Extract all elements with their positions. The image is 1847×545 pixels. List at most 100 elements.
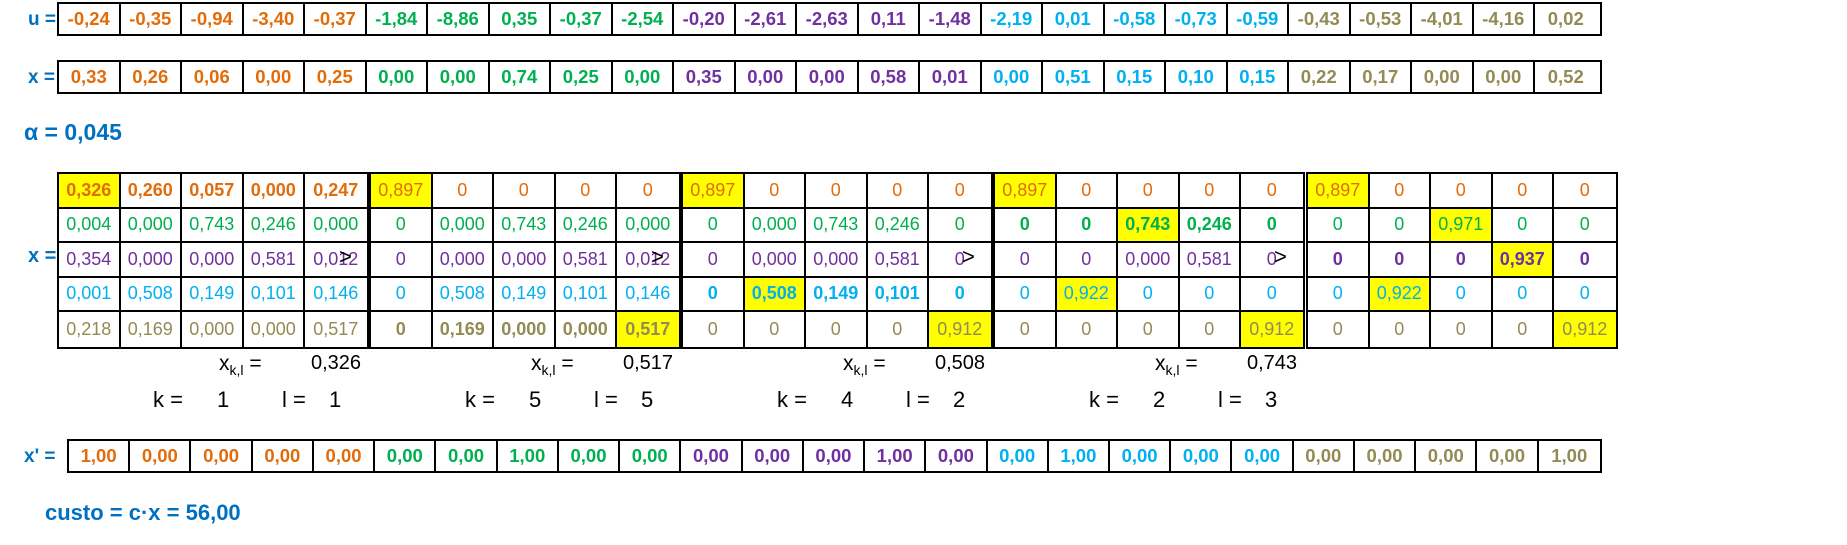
- xprime-label: x' =: [24, 446, 56, 467]
- xprime-cell: 0,00: [130, 441, 192, 471]
- matrix-cell: 0: [1057, 312, 1118, 347]
- matrix-cell: 0: [683, 277, 745, 312]
- matrix-cell: 0,581: [243, 243, 305, 278]
- matrix-cell: 0: [1056, 208, 1118, 243]
- u-cell: -0,43: [1289, 4, 1351, 34]
- u-cell: -2,19: [982, 4, 1043, 34]
- matrix-cell: 0,246: [243, 208, 305, 243]
- matrix-cell: 0: [1241, 243, 1303, 278]
- x-cell: 0,00: [244, 62, 305, 92]
- matrix-cell: 0,000: [494, 243, 556, 278]
- xprime-cell: 1,00: [1049, 441, 1110, 471]
- matrix-cell: 0,169: [433, 312, 494, 347]
- matrix-cell: 0: [683, 243, 745, 278]
- matrix-cell: 0,000: [744, 243, 806, 278]
- u-cell: 0,02: [1547, 8, 1584, 29]
- matrix-cell: 0: [1554, 278, 1616, 312]
- matrix-cell: 0,897: [1308, 174, 1370, 209]
- u-cell: -2,63: [797, 4, 859, 34]
- xprime-cell: 0,00: [620, 441, 682, 471]
- xkl-value: 0,743: [1247, 352, 1298, 374]
- u-cell: -2,54: [613, 4, 674, 34]
- xkl-sub: k,l: [853, 362, 868, 379]
- xprime-cell: 0,00: [1294, 441, 1355, 471]
- k-value: 4: [841, 387, 854, 412]
- xkl-sub: k,l: [541, 362, 556, 379]
- xprime-cell: 0,00: [375, 441, 437, 471]
- xprime-cell: 0,00: [1355, 441, 1417, 471]
- xprime-cell: 0,00: [743, 441, 804, 471]
- matrix-cell: 0,012: [617, 243, 679, 278]
- x-cell: 0,25: [551, 62, 613, 92]
- l-value: 1: [329, 387, 342, 412]
- matrix-cell: 0: [1308, 312, 1370, 347]
- matrix-cell: 0,000: [244, 312, 305, 347]
- x-cell: 0,33: [59, 62, 121, 92]
- l-label: l =: [906, 387, 930, 412]
- matrix-cell: 0: [806, 174, 868, 209]
- k-label: k =: [153, 387, 183, 412]
- matrix-cell: 0: [1492, 174, 1554, 209]
- u-cell: -0,37: [551, 4, 613, 34]
- xprime-cell: 0,00: [436, 441, 498, 471]
- matrix-cell: 0: [744, 174, 806, 209]
- matrix-cell: 0: [683, 208, 745, 243]
- x-cell: 0,00: [1412, 62, 1474, 92]
- matrix-cell: 0,000: [1118, 243, 1180, 278]
- matrix-cell: 0,922: [1056, 277, 1118, 312]
- matrix-cell: 0: [1241, 209, 1303, 243]
- matrix-cell: 0,897: [371, 174, 433, 209]
- matrix-cell: 0: [1056, 243, 1118, 278]
- u-cell: -1,84: [367, 4, 428, 34]
- matrix-cell: 0: [1180, 312, 1241, 347]
- xkl-sub: k,l: [229, 362, 244, 379]
- matrix-cell: 0,101: [867, 277, 929, 312]
- l-value: 3: [1265, 387, 1278, 412]
- xprime-cell: 0,00: [253, 441, 314, 471]
- l-label: l =: [282, 387, 306, 412]
- matrix-cell: 0: [1118, 312, 1180, 347]
- matrix-cell: 0: [494, 174, 556, 209]
- k-value: 1: [217, 387, 230, 412]
- matrix-cell: 0: [1308, 277, 1370, 312]
- matrix-cell: 0,260: [120, 174, 182, 209]
- u-cell: -4,01: [1412, 4, 1474, 34]
- matrix-cell: 0,000: [432, 208, 494, 243]
- k-value: 2: [1153, 387, 1166, 412]
- matrix-cell: 0: [1431, 277, 1493, 312]
- xkl-value: 0,326: [311, 352, 362, 374]
- xkl-sub: k,l: [1165, 362, 1180, 379]
- u-cell: -0,35: [121, 4, 182, 34]
- matrix-cell: 0,000: [182, 243, 244, 278]
- matrix-x-label: x =: [28, 245, 57, 267]
- xkl-eq: =: [555, 352, 574, 375]
- matrix-cell: 0: [1308, 208, 1370, 243]
- matrix-cell: 0: [1241, 278, 1303, 312]
- matrix-cell: 0,000: [432, 243, 494, 278]
- matrix-cell: 0,000: [120, 243, 182, 278]
- xprime-cell: 0,00: [1477, 441, 1539, 471]
- l-label: l =: [1218, 387, 1242, 412]
- xkl-label: xk,l =: [219, 352, 262, 378]
- xprime-cell: 1,00: [69, 441, 131, 471]
- matrix-cell: 0: [1179, 277, 1241, 312]
- matrix-cell: 0,000: [305, 209, 367, 243]
- matrix-cell: 0,581: [555, 243, 617, 278]
- x-cell: 0,25: [305, 62, 367, 92]
- matrix-cell: 0,000: [806, 243, 868, 278]
- matrix-cell: 0,922: [1369, 277, 1431, 312]
- xkl-value: 0,517: [623, 352, 674, 374]
- u-cell: -2,61: [736, 4, 797, 34]
- xkl-main: x: [1155, 352, 1166, 375]
- xprime-cell: 0,00: [1110, 441, 1172, 471]
- matrix-cell: 0,581: [867, 243, 929, 278]
- k-label: k =: [1089, 387, 1119, 412]
- x-cell: 0,00: [982, 62, 1043, 92]
- xprime-cell: 0,00: [681, 441, 743, 471]
- matrix-cell: 0: [929, 174, 991, 209]
- matrix-cell: 0,000: [556, 312, 617, 347]
- xkl-value: 0,508: [935, 352, 986, 374]
